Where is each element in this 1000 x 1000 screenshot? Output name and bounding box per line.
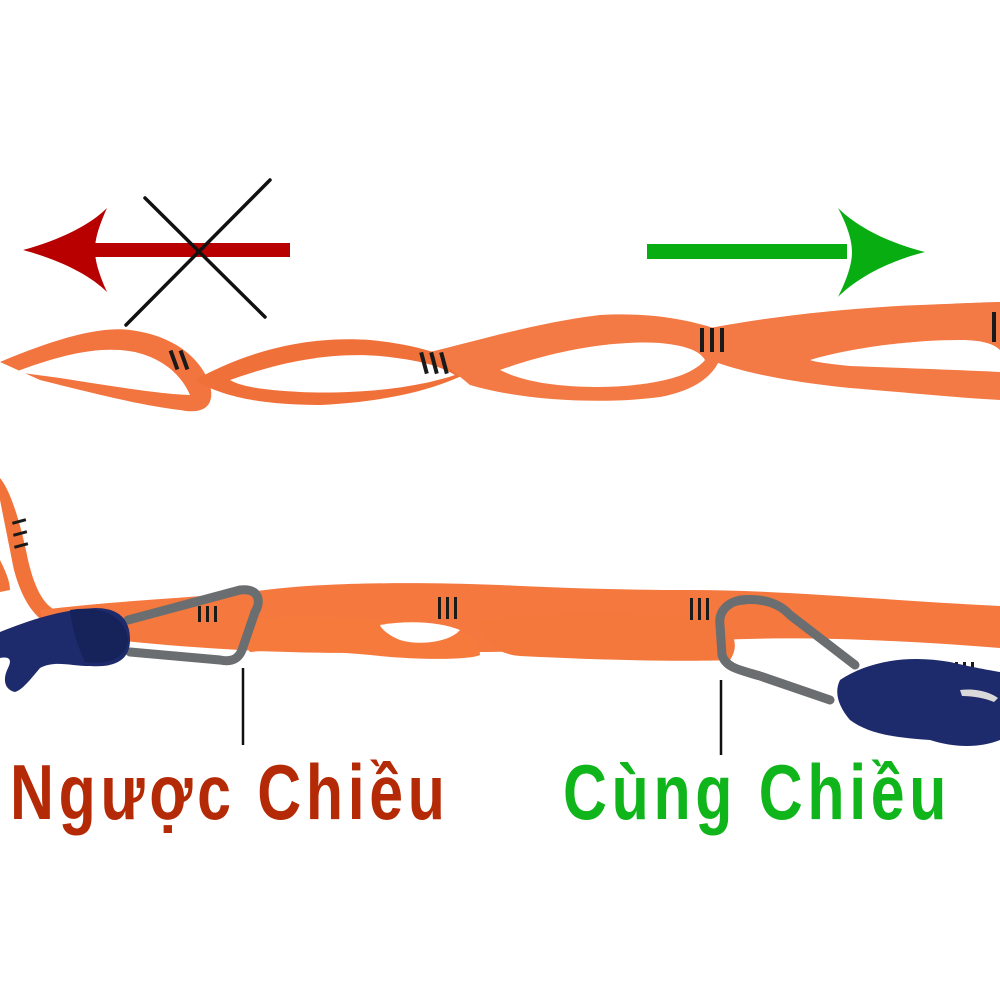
arrow-left-icon [23, 208, 290, 292]
rope-knot-right [837, 659, 1000, 746]
carabiner-left [123, 585, 263, 666]
arrow-right-icon [647, 208, 925, 297]
cross-x-icon [124, 178, 272, 327]
right-direction-label: Cùng Chiều [563, 748, 952, 836]
carabiner-right [715, 595, 860, 705]
rope-knot-left [0, 608, 130, 692]
top-strap [0, 302, 1000, 412]
wrong-direction-label: Ngược Chiều [10, 748, 450, 836]
